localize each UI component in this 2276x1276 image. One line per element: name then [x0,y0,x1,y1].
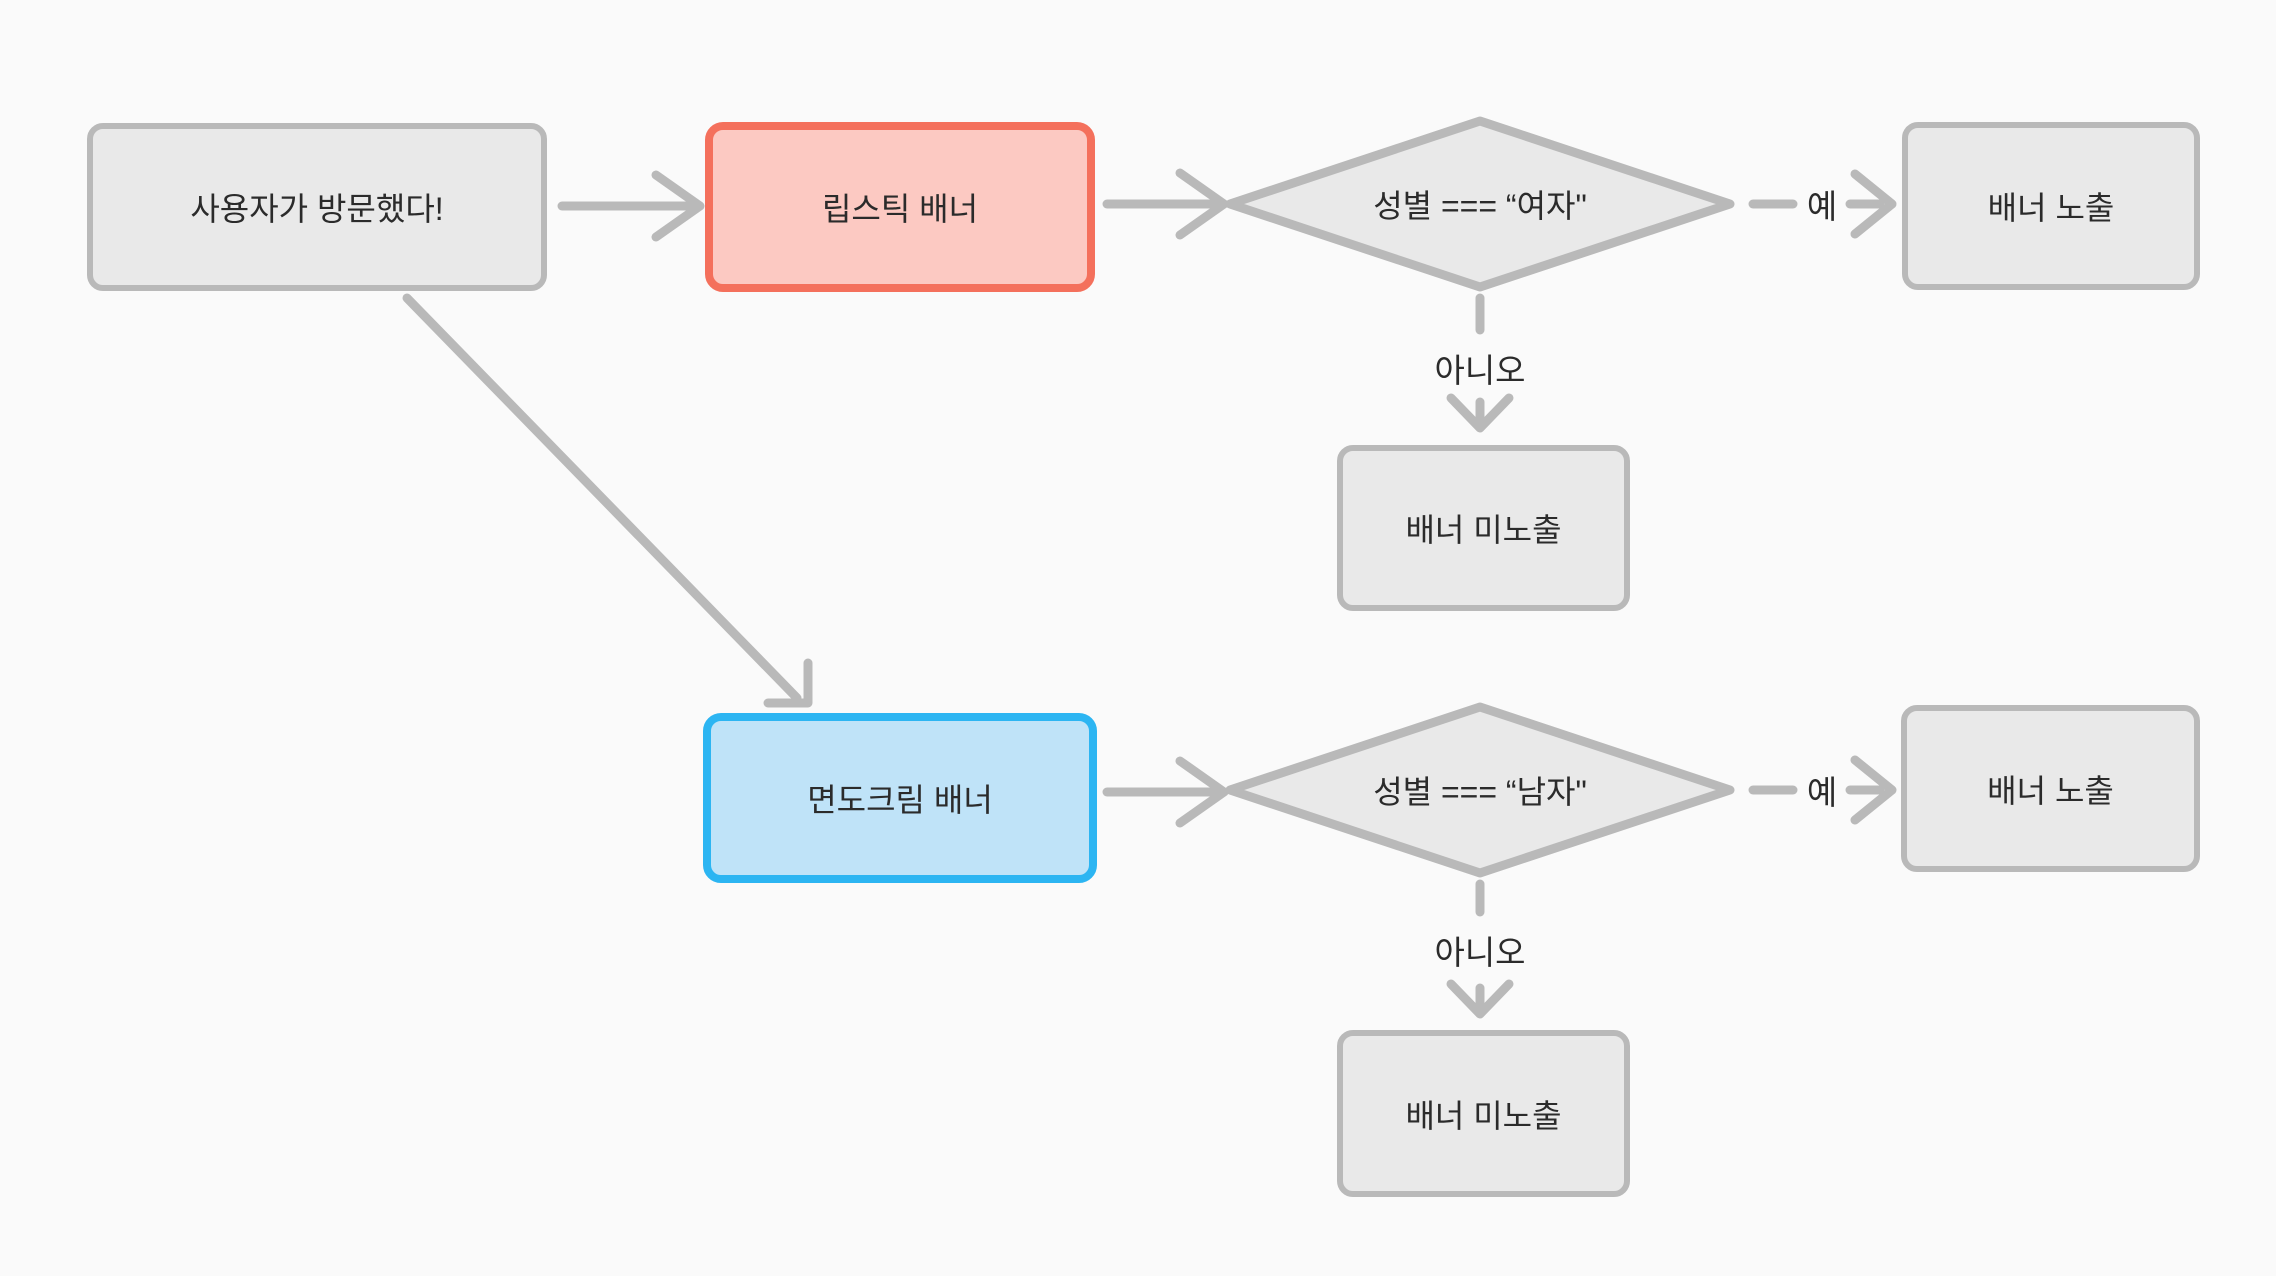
edge-label-male-no: 아니오 [1434,934,1526,971]
node-banner-hidden-top[interactable]: 배너 미노출 [1337,445,1630,611]
node-banner-shown-bottom[interactable]: 배너 노출 [1901,705,2200,872]
node-banner-hidden-bottom-label: 배너 미노출 [1405,1097,1562,1134]
arrowhead-female-no [1446,393,1514,433]
arrowhead-female-yes [1850,169,1897,239]
arrowhead-male-no [1446,979,1514,1019]
arrowhead-lipstick-to-female-check [1175,168,1229,240]
arrowhead-start-to-shaving [763,658,813,708]
node-shaving-banner-label: 면도크림 배너 [807,782,993,818]
node-lipstick-banner[interactable]: 립스틱 배너 [705,122,1095,292]
arrowhead-start-to-lipstick [651,170,705,242]
node-banner-hidden-top-label: 배너 미노출 [1405,512,1562,548]
node-banner-shown-top-label: 배너 노출 [1987,190,2115,226]
node-gender-male-check-shape[interactable] [1225,702,1735,878]
node-lipstick-banner-label: 립스틱 배너 [821,191,979,227]
node-banner-hidden-bottom[interactable]: 배너 미노출 [1337,1030,1630,1197]
edge-start-to-shaving [402,293,802,703]
node-start-label: 사용자가 방문했다! [190,191,444,227]
node-gender-male-check-label: 성별 === “남자" [1373,774,1587,810]
node-banner-shown-bottom-label: 배너 노출 [1987,772,2114,809]
edge-label-male-yes: 예 [1806,774,1838,811]
node-banner-shown-top[interactable]: 배너 노출 [1902,122,2200,290]
edge-label-female-yes: 예 [1806,188,1838,225]
node-gender-female-check-shape[interactable] [1225,116,1735,292]
arrowhead-male-yes [1850,755,1897,825]
node-start[interactable]: 사용자가 방문했다! [87,123,547,291]
node-gender-female-check-label: 성별 === “여자" [1373,188,1587,224]
edge-label-female-no: 아니오 [1434,352,1526,389]
node-shaving-banner[interactable]: 면도크림 배너 [703,713,1097,883]
arrowhead-shaving-to-male-check [1175,756,1229,828]
